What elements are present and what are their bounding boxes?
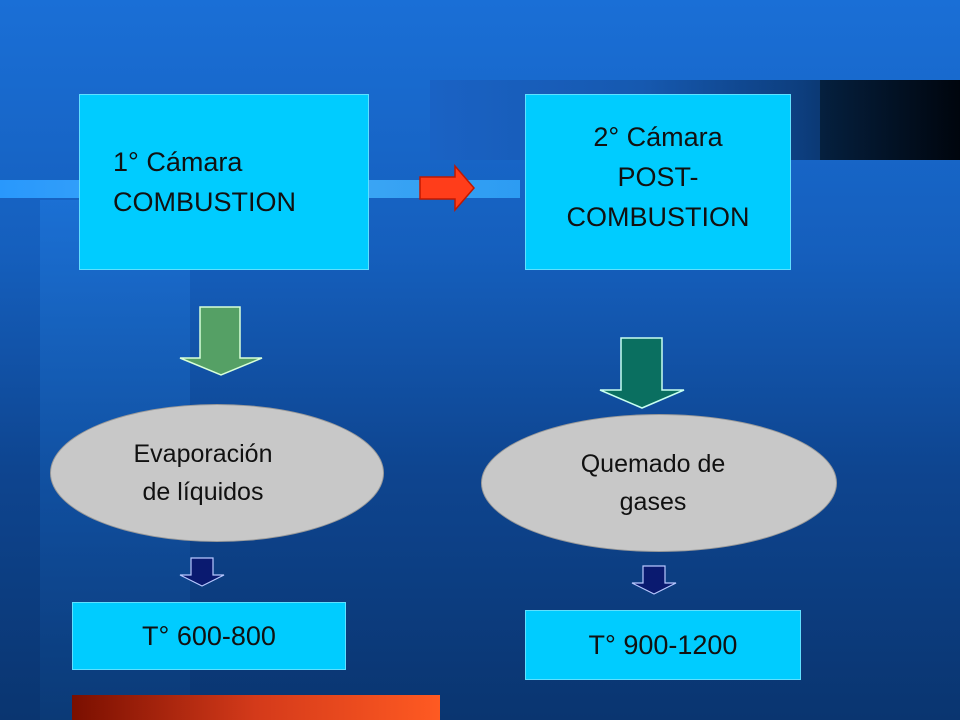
temperature-1-box: T° 600-800 <box>72 602 346 670</box>
chamber-2-subtitle-line2: COMBUSTION <box>566 202 750 232</box>
down-arrow-icon <box>631 565 677 595</box>
process-1-line2: de líquidos <box>142 478 264 506</box>
background-band-dark <box>820 80 960 160</box>
chamber-1-title: 1° Cámara <box>113 147 243 177</box>
chamber-2-title: 2° Cámara <box>593 122 723 152</box>
background-band-red <box>72 695 440 720</box>
temperature-2-box: T° 900-1200 <box>525 610 801 680</box>
chamber-2-box: 2° Cámara POST- COMBUSTION <box>525 94 791 270</box>
process-2-line1: Quemado de <box>580 450 726 478</box>
chamber-1-subtitle: COMBUSTION <box>113 187 297 217</box>
right-arrow-icon <box>419 163 475 213</box>
process-1-ellipse: Evaporación de líquidos <box>50 404 384 542</box>
temperature-1-label: T° 600-800 <box>142 620 276 651</box>
process-2-line2: gases <box>619 488 687 516</box>
process-2-ellipse: Quemado de gases <box>481 414 837 552</box>
temperature-2-label: T° 900-1200 <box>588 629 738 660</box>
chamber-1-box: 1° Cámara COMBUSTION <box>79 94 369 270</box>
chamber-2-subtitle-line1: POST- <box>617 162 699 192</box>
process-1-line1: Evaporación <box>133 440 273 468</box>
down-arrow-icon <box>179 306 263 376</box>
down-arrow-icon <box>599 337 685 409</box>
down-arrow-icon <box>179 557 225 587</box>
